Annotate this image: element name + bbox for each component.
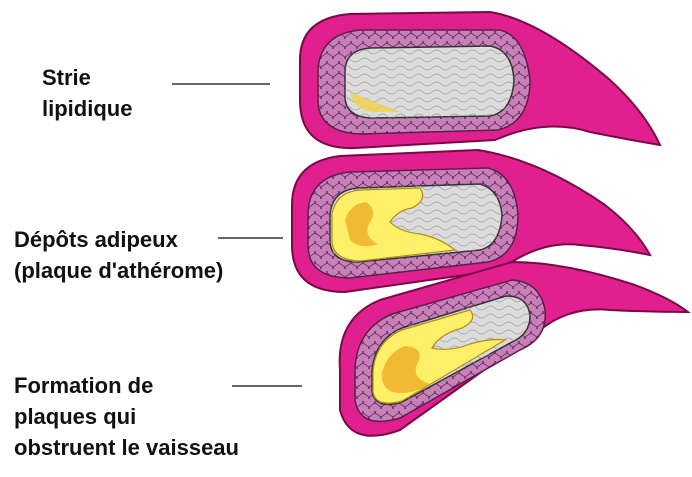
vessel-stage-1 (300, 12, 660, 148)
vessel-stage-3 (340, 262, 688, 436)
label-fatty-deposits-line-1: Dépôts adipeux (14, 224, 223, 255)
label-fatty-deposits: Dépôts adipeux (plaque d'athérome) (14, 224, 223, 286)
vessel-stage-2 (292, 150, 650, 292)
label-plaque-formation-line-2: plaques qui (14, 401, 239, 432)
label-plaque-formation-line-1: Formation de (14, 370, 239, 401)
label-fatty-streak-line-1: Strie (42, 62, 132, 93)
label-fatty-streak: Strie lipidique (42, 62, 132, 124)
label-fatty-streak-line-2: lipidique (42, 93, 132, 124)
label-plaque-formation-line-3: obstruent le vaisseau (14, 432, 239, 463)
label-plaque-formation: Formation de plaques qui obstruent le va… (14, 370, 239, 463)
label-fatty-deposits-line-2: (plaque d'athérome) (14, 255, 223, 286)
